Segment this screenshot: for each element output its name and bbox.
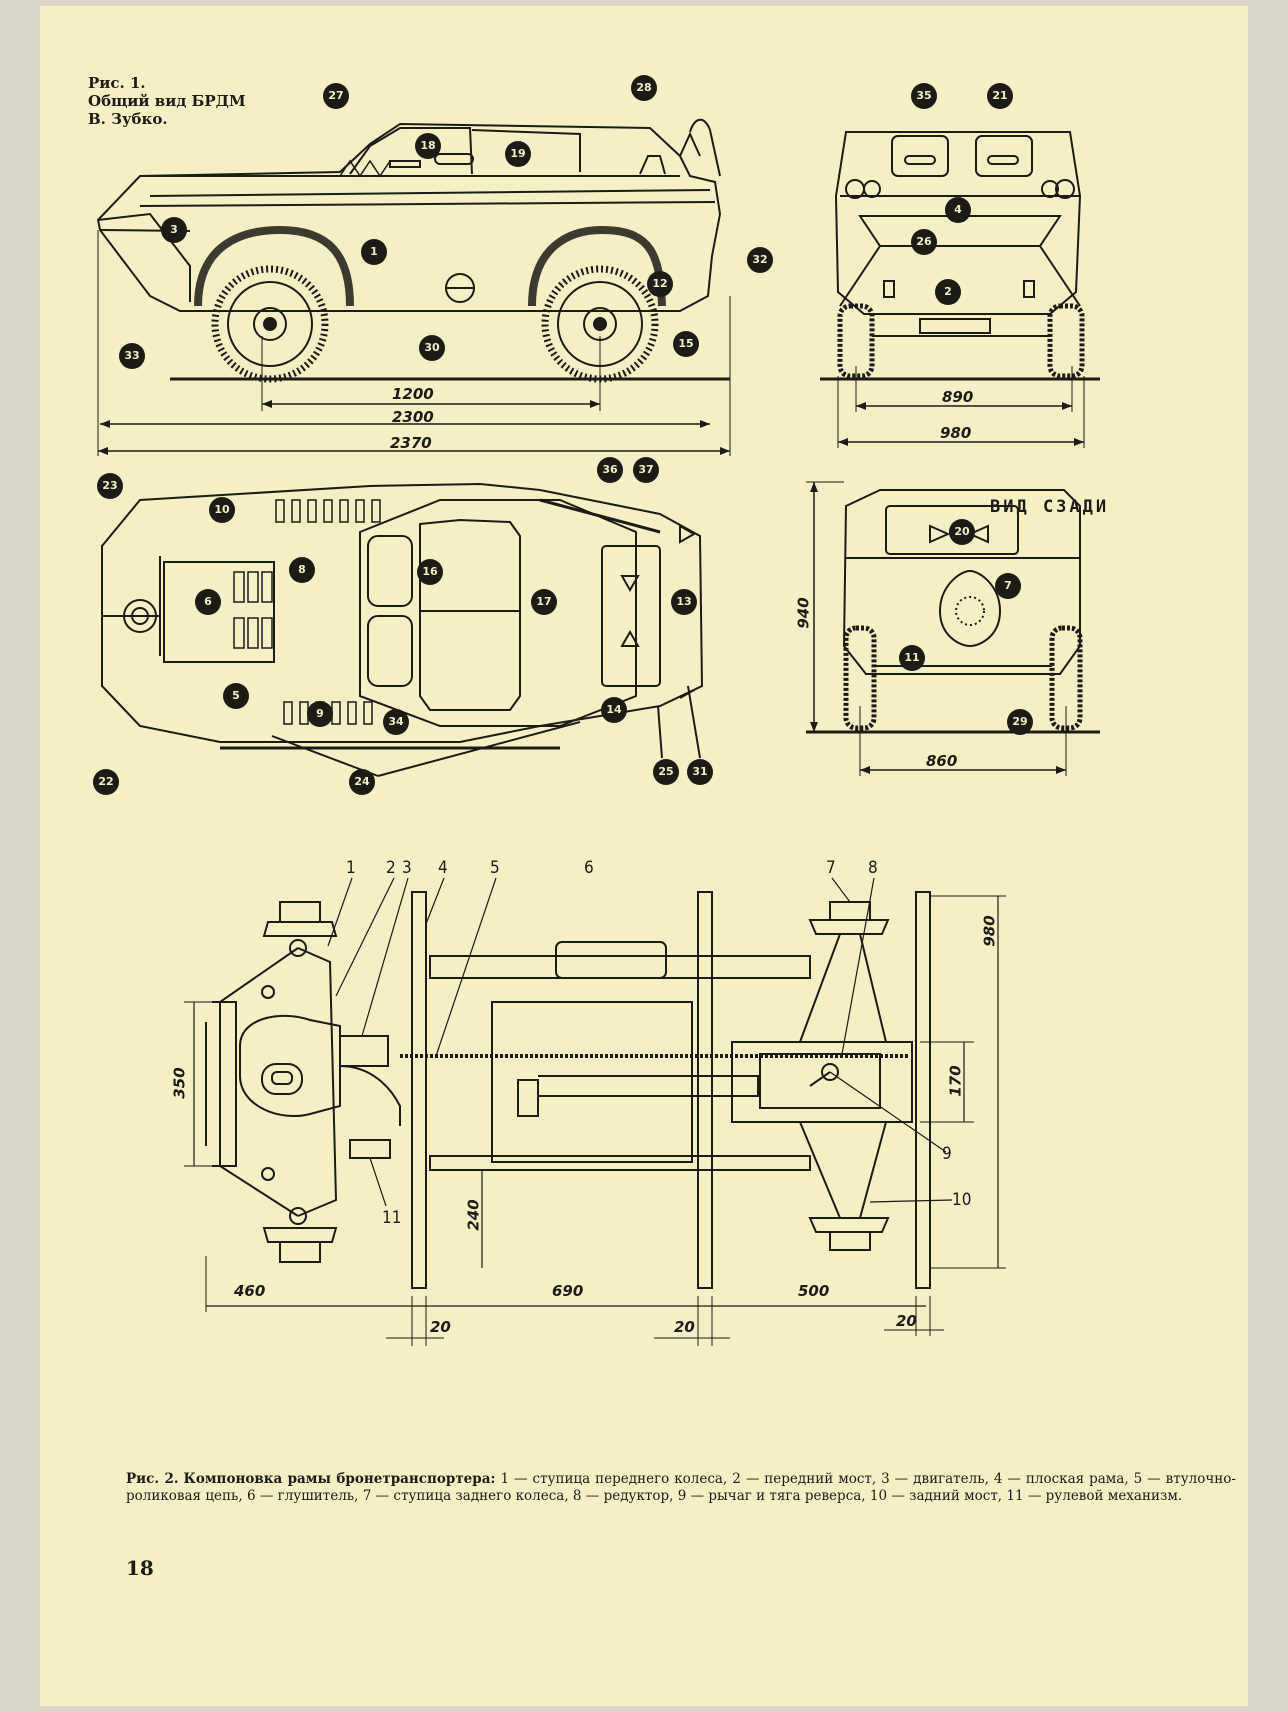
callout-badge: 24 <box>349 769 375 795</box>
figure1-label: Рис. 1. <box>88 74 146 92</box>
technical-drawings <box>96 118 1100 1346</box>
callout-badge: 13 <box>671 589 697 615</box>
dim-20-a: 20 <box>430 1318 451 1336</box>
dim-20-c: 20 <box>896 1312 917 1330</box>
figure1-title: Общий вид БРДМ <box>88 92 246 110</box>
callout-badge: 36 <box>597 457 623 483</box>
dim-20-b: 20 <box>674 1318 695 1336</box>
fig2-callout-5: 5 <box>490 858 500 878</box>
fig2-callout-10: 10 <box>952 1190 972 1210</box>
figure1-author: В. Зубко. <box>88 110 168 128</box>
dim-690: 690 <box>552 1282 584 1300</box>
frame-layout-drawing <box>184 877 1006 1346</box>
callout-badge: 11 <box>899 645 925 671</box>
figure2-caption-text: 1 — ступица переднего колеса, 2 — передн… <box>126 1471 1236 1504</box>
dim-460: 460 <box>234 1282 266 1300</box>
callout-badge: 20 <box>949 519 975 545</box>
front-view-drawing <box>820 131 1100 448</box>
callout-badge: 17 <box>531 589 557 615</box>
dim-240: 240 <box>464 1199 483 1231</box>
dim-wheelbase: 1200 <box>392 385 434 403</box>
dim-rear-height: 940 <box>794 597 813 629</box>
fig2-callout-6: 6 <box>584 858 594 878</box>
rear-view-title: ВИД СЗАДИ <box>990 497 1110 517</box>
fig2-callout-4: 4 <box>438 858 448 878</box>
callout-badge: 10 <box>209 497 235 523</box>
callout-badge: 7 <box>995 573 1021 599</box>
callout-badge: 19 <box>505 141 531 167</box>
callout-badge: 23 <box>97 473 123 499</box>
callout-badge: 5 <box>223 683 249 709</box>
callout-badge: 22 <box>93 769 119 795</box>
callout-badge: 34 <box>383 709 409 735</box>
figure2-caption-label: Рис. 2. <box>126 1471 179 1487</box>
callout-badge: 35 <box>911 83 937 109</box>
callout-badge: 30 <box>419 335 445 361</box>
fig2-callout-2: 2 <box>386 858 396 878</box>
fig2-callout-3: 3 <box>402 858 412 878</box>
callout-badge: 15 <box>673 331 699 357</box>
dim-rear-track: 860 <box>926 752 958 770</box>
rear-view-drawing <box>806 481 1100 776</box>
figure2-caption-title: Компоновка рамы бронетранспортера: <box>183 1471 496 1487</box>
callout-badge: 25 <box>653 759 679 785</box>
callout-badge: 12 <box>647 271 673 297</box>
page-number: 18 <box>126 1556 154 1580</box>
callout-badge: 14 <box>601 697 627 723</box>
dim-2300: 2300 <box>392 408 434 426</box>
callout-badge: 2 <box>935 279 961 305</box>
side-view-drawing <box>96 118 731 456</box>
callout-badge: 6 <box>195 589 221 615</box>
callout-badge: 26 <box>911 229 937 255</box>
callout-badge: 16 <box>417 559 443 585</box>
callout-badge: 4 <box>945 197 971 223</box>
callout-badge: 31 <box>687 759 713 785</box>
callout-badge: 18 <box>415 133 441 159</box>
fig2-callout-11: 11 <box>382 1208 402 1228</box>
callout-badge: 33 <box>119 343 145 369</box>
figure1-caption: Рис. 1. Общий вид БРДМ В. Зубко. <box>88 74 246 128</box>
fig2-callout-8: 8 <box>868 858 878 878</box>
dim-980: 980 <box>980 915 999 947</box>
dim-170: 170 <box>946 1065 965 1097</box>
callout-badge: 3 <box>161 217 187 243</box>
callout-badge: 37 <box>633 457 659 483</box>
callout-badge: 32 <box>747 247 773 273</box>
top-view-drawing <box>101 482 704 750</box>
dim-front-track: 890 <box>942 388 974 406</box>
fig2-callout-1: 1 <box>346 858 356 878</box>
callout-badge: 29 <box>1007 709 1033 735</box>
dim-length: 2370 <box>390 434 432 452</box>
dim-350: 350 <box>170 1067 189 1099</box>
figure2-caption: Рис. 2. Компоновка рамы бронетранспортер… <box>126 1471 1236 1505</box>
callout-badge: 21 <box>987 83 1013 109</box>
callout-badge: 9 <box>307 701 333 727</box>
fig2-callout-9: 9 <box>942 1144 952 1164</box>
leader-lines <box>271 685 701 777</box>
callout-badge: 28 <box>631 75 657 101</box>
callout-badge: 27 <box>323 83 349 109</box>
callout-badge: 8 <box>289 557 315 583</box>
magazine-page: Рис. 1. Общий вид БРДМ В. Зубко. 27 18 1… <box>40 6 1248 1706</box>
dim-front-width: 980 <box>940 424 972 442</box>
fig2-callout-7: 7 <box>826 858 836 878</box>
dim-500: 500 <box>798 1282 830 1300</box>
callout-badge: 1 <box>361 239 387 265</box>
